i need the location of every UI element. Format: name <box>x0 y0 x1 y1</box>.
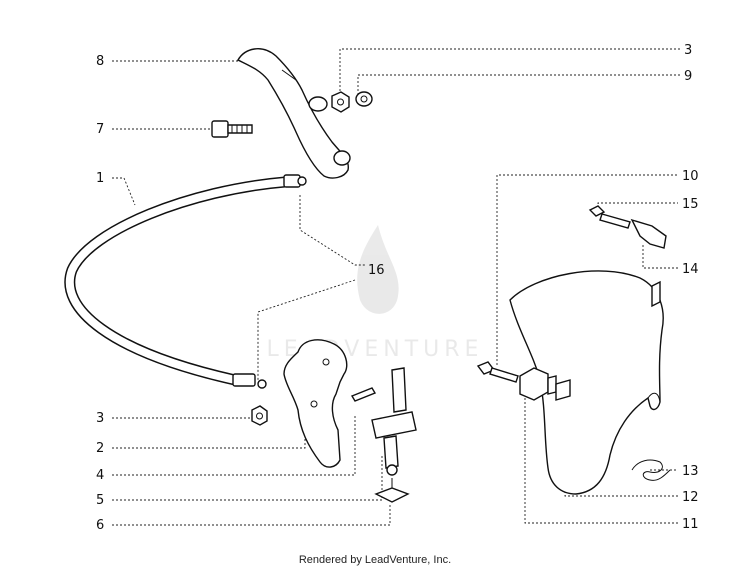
callout-labels: 1 2 3 3 4 5 6 7 8 9 10 11 12 13 14 15 16 <box>96 43 699 533</box>
callout-2: 2 <box>96 441 104 456</box>
part-9-washer <box>355 91 373 107</box>
callout-13: 13 <box>682 464 699 479</box>
part-13-spring-clip <box>631 459 671 481</box>
part-15-bolt <box>588 205 631 229</box>
callout-11: 11 <box>682 517 699 532</box>
part-3-nut-top <box>331 91 350 113</box>
callout-10: 10 <box>682 169 699 184</box>
part-16-fittings <box>257 176 307 389</box>
callout-16: 16 <box>368 263 385 278</box>
callout-14: 14 <box>682 262 699 277</box>
callout-5: 5 <box>96 493 104 508</box>
part-8-lever <box>237 48 351 179</box>
rendered-by-footer: Rendered by LeadVenture, Inc. <box>298 554 452 566</box>
part-6-clip <box>374 478 410 503</box>
leader-lines <box>112 48 680 526</box>
part-2-bracket <box>283 339 348 468</box>
callout-15: 15 <box>682 197 699 212</box>
callout-9: 9 <box>684 69 692 84</box>
callout-3-bottom: 3 <box>96 411 104 426</box>
part-10-screw <box>476 361 519 383</box>
callout-7: 7 <box>96 122 104 137</box>
callout-6: 6 <box>96 518 104 533</box>
part-7-bolt <box>211 120 253 138</box>
watermark: LEADVENTURE <box>267 225 478 362</box>
part-4-screw <box>350 387 377 402</box>
part-1-cable <box>64 174 301 387</box>
callout-8: 8 <box>96 54 104 69</box>
callout-1: 1 <box>96 171 104 186</box>
part-12-cover <box>509 270 664 495</box>
callout-4: 4 <box>96 468 104 483</box>
watermark-flame-icon <box>357 225 399 314</box>
part-3-nut-bottom <box>251 405 268 426</box>
part-14-bracket <box>630 218 667 249</box>
callout-3-top: 3 <box>684 43 692 58</box>
part-11-clamp <box>519 367 571 401</box>
part-5-switch <box>371 367 417 476</box>
callout-12: 12 <box>682 490 699 505</box>
